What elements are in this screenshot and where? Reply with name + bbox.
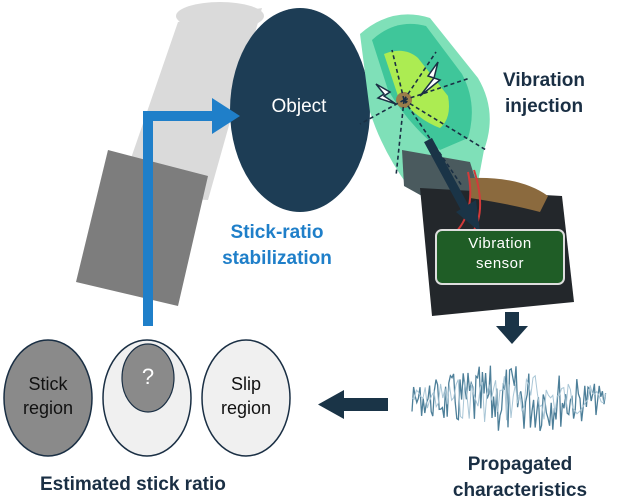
vibration-injection-line-2: injection xyxy=(504,96,584,117)
stick-ratio-line-1: Stick-ratio xyxy=(230,222,324,243)
vibration-injection-label: Vibration injection xyxy=(492,68,596,120)
propagated-line-2: characteristics xyxy=(452,480,588,501)
object-ellipse xyxy=(230,8,370,212)
unknown-inner-region xyxy=(121,343,175,413)
object-label: Object xyxy=(271,96,327,117)
stick-ratio-stabilization-label: Stick-ratio stabilization xyxy=(212,220,342,272)
unknown-region-label: ? xyxy=(141,364,155,389)
slip-region-line-1: Slip xyxy=(230,374,261,394)
slip-region-label: Slip region xyxy=(204,372,288,420)
stick-ratio-line-2: stabilization xyxy=(222,248,332,269)
stick-region-line-2: region xyxy=(22,398,74,418)
vibration-sensor-label: Vibration sensor xyxy=(440,234,560,274)
arrow-to-sensor xyxy=(424,137,480,232)
vibration-sensor-box xyxy=(435,229,565,285)
waveform-icon xyxy=(411,365,607,432)
stick-region-line-1: Stick xyxy=(28,374,68,394)
sensor-line-1: Vibration xyxy=(468,235,532,252)
stick-region-ellipse xyxy=(3,339,93,457)
stick-ratio-feedback-arrow xyxy=(143,98,240,326)
slip-region-line-2: region xyxy=(220,398,272,418)
lightning-icon xyxy=(375,83,397,105)
arrow-signal-to-estimate xyxy=(318,390,388,419)
arrow-sensor-to-signal xyxy=(496,312,528,344)
lightning-icon xyxy=(419,61,442,97)
vibration-injection-line-1: Vibration xyxy=(503,70,585,91)
propagated-line-1: Propagated xyxy=(467,454,573,475)
propagated-characteristics-label: Propagated characteristics xyxy=(420,452,620,504)
stick-region-label: Stick region xyxy=(6,372,90,420)
gripper-shadow xyxy=(76,2,264,306)
sensor-line-2: sensor xyxy=(475,255,525,272)
estimated-stick-ratio-label: Estimated stick ratio xyxy=(40,474,226,495)
slip-region-ellipse xyxy=(201,339,291,457)
